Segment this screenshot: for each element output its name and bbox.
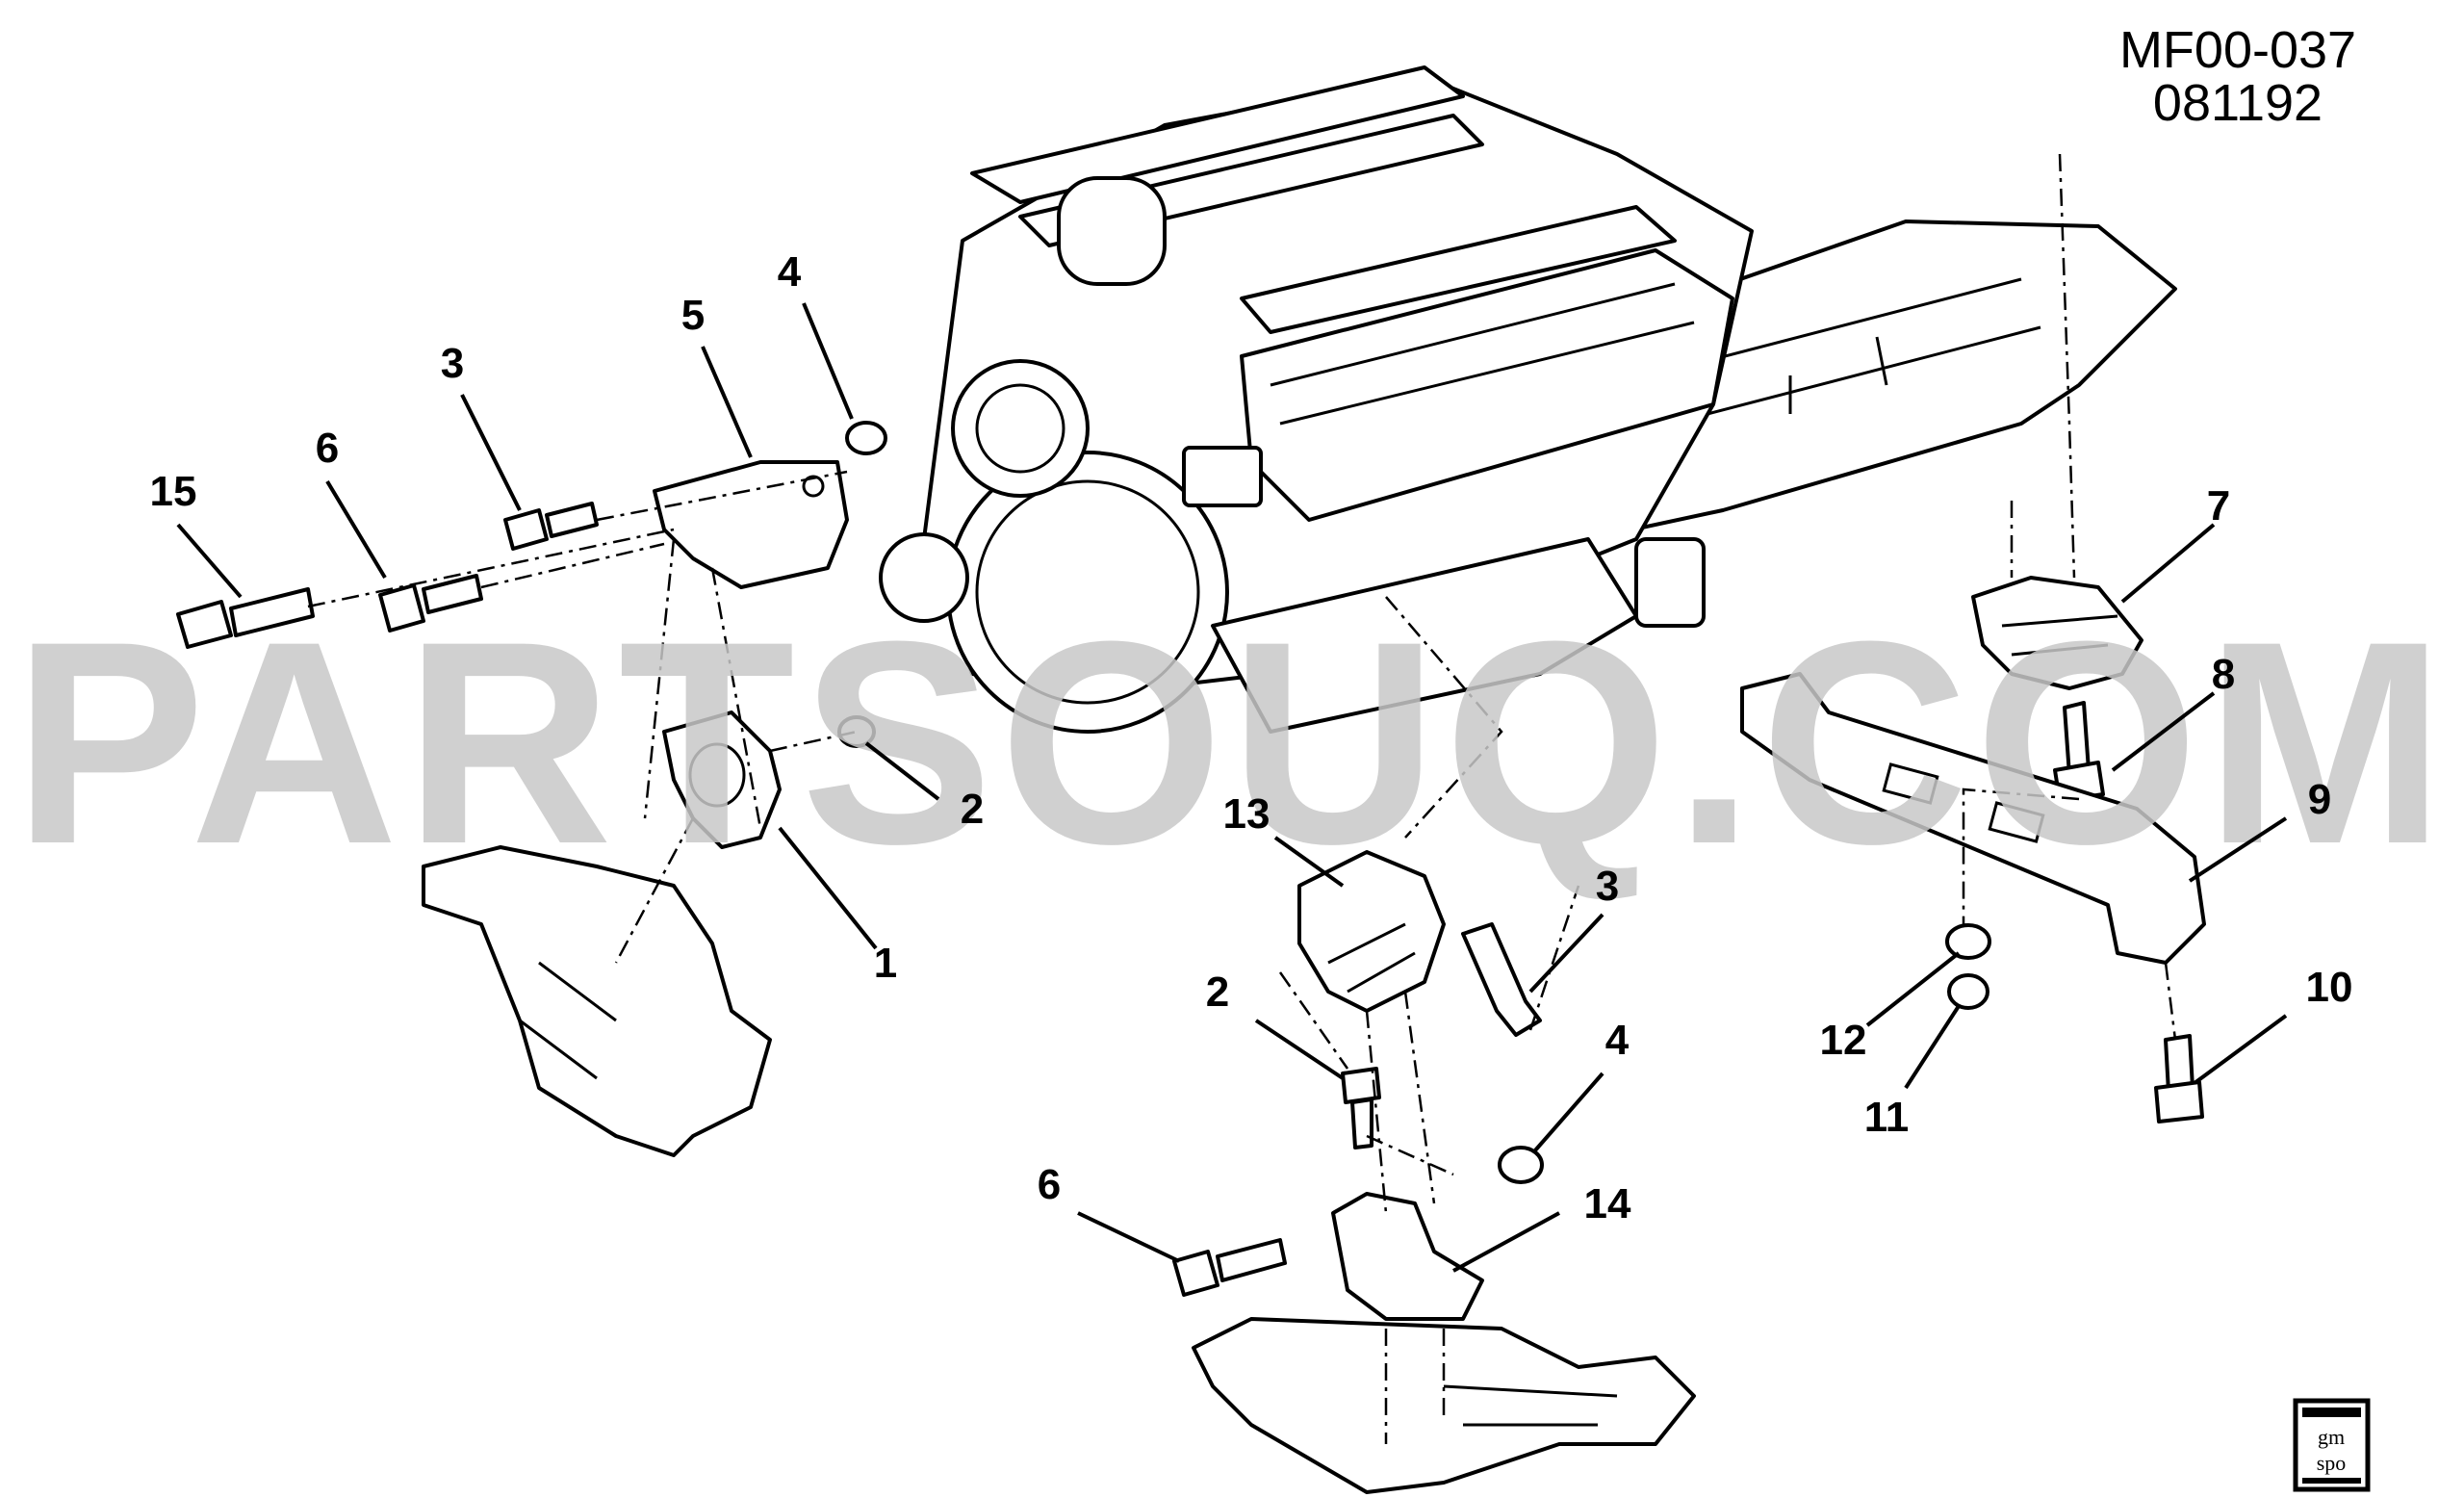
- left-engine-mount-group: [176, 421, 887, 1157]
- callout-4-center: 4: [1605, 1017, 1630, 1064]
- callout-13: 13: [1223, 790, 1270, 838]
- gm-spo-logo: gm spo: [2293, 1398, 2371, 1492]
- callout-leaders: [176, 302, 2288, 1273]
- callout-labels: 15 6 3 5 4 2 1 13 3 2 4 6 14 7 8 9 10 12…: [150, 248, 2353, 1227]
- callout-9: 9: [2308, 776, 2331, 823]
- callout-2-center: 2: [1206, 969, 1229, 1016]
- callout-4-left: 4: [778, 248, 802, 296]
- diagram-code: MF00-037 081192: [2119, 21, 2356, 132]
- callout-3-center: 3: [1596, 863, 1619, 910]
- logo-text-gm: gm: [2318, 1425, 2345, 1449]
- engine-assembly: [879, 65, 2177, 734]
- logo-text-spo: spo: [2317, 1451, 2347, 1475]
- center-engine-mount-group: [1172, 596, 1696, 1494]
- diagram-code-line1: MF00-037: [2119, 21, 2356, 79]
- callout-12: 12: [1820, 1017, 1867, 1064]
- callout-1: 1: [874, 940, 897, 987]
- callout-3-left: 3: [441, 340, 464, 387]
- callout-15-left: 15: [150, 468, 197, 515]
- callout-6-left: 6: [316, 425, 339, 472]
- transmission-mount-group: [1740, 153, 2206, 1124]
- diagram-code-line2: 081192: [2153, 74, 2323, 132]
- callout-5: 5: [681, 292, 705, 339]
- watermark-text: PARTSOUQ.COM: [13, 581, 2451, 904]
- callout-10: 10: [2306, 964, 2353, 1011]
- callout-14: 14: [1584, 1180, 1631, 1227]
- callout-8: 8: [2212, 651, 2235, 698]
- callout-7: 7: [2207, 482, 2230, 529]
- callout-6-center: 6: [1038, 1161, 1061, 1208]
- callout-11: 11: [1864, 1094, 1910, 1141]
- callout-2-left: 2: [961, 786, 984, 833]
